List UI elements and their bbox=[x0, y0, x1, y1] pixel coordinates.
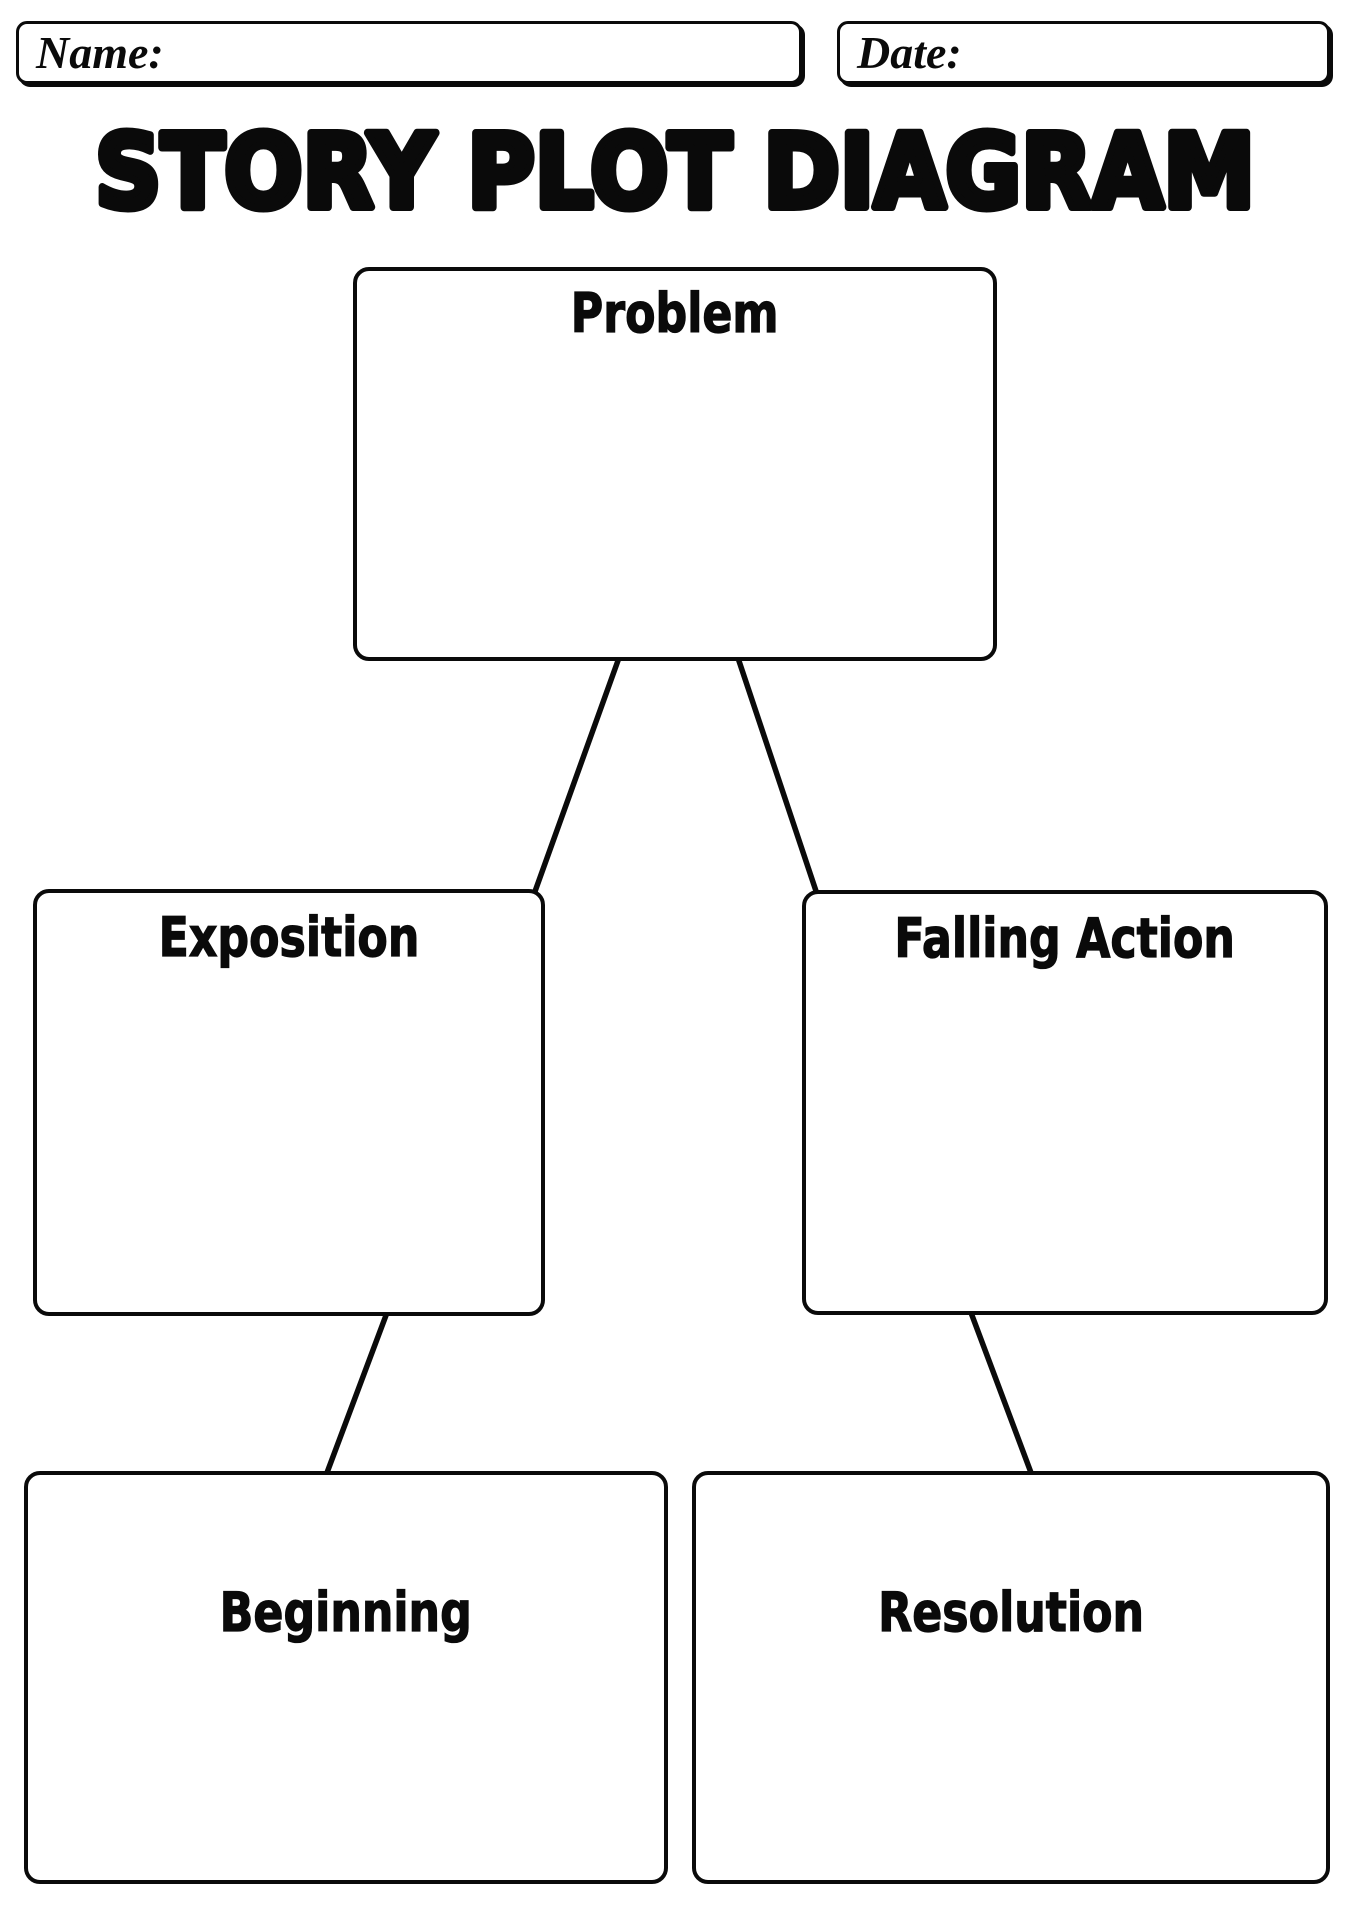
date-field[interactable]: Date: bbox=[837, 21, 1330, 84]
connector-problem-to-exposition bbox=[530, 654, 623, 898]
node-falling-action-label: Falling Action bbox=[894, 907, 1236, 970]
node-beginning-label: Beginning bbox=[219, 1581, 473, 1644]
page-title-banner: STORY PLOT DIAGRAM bbox=[91, 109, 1259, 236]
connector-problem-to-falling-action bbox=[734, 654, 821, 898]
node-falling-action[interactable]: Falling Action bbox=[802, 890, 1328, 1315]
node-resolution[interactable]: Resolution bbox=[692, 1471, 1330, 1884]
node-problem-label: Problem bbox=[571, 282, 780, 345]
name-field-label: Name: bbox=[36, 27, 164, 78]
node-exposition[interactable]: Exposition bbox=[33, 889, 545, 1316]
page-title: STORY PLOT DIAGRAM bbox=[95, 113, 1255, 232]
node-problem[interactable]: Problem bbox=[353, 267, 997, 661]
date-field-label: Date: bbox=[857, 27, 962, 78]
node-resolution-label: Resolution bbox=[878, 1581, 1145, 1644]
node-beginning[interactable]: Beginning bbox=[24, 1471, 668, 1884]
name-field[interactable]: Name: bbox=[16, 21, 802, 84]
connector-falling-action-to-resolution bbox=[967, 1309, 1036, 1479]
node-exposition-label: Exposition bbox=[158, 906, 420, 969]
connector-exposition-to-beginning bbox=[322, 1309, 391, 1479]
